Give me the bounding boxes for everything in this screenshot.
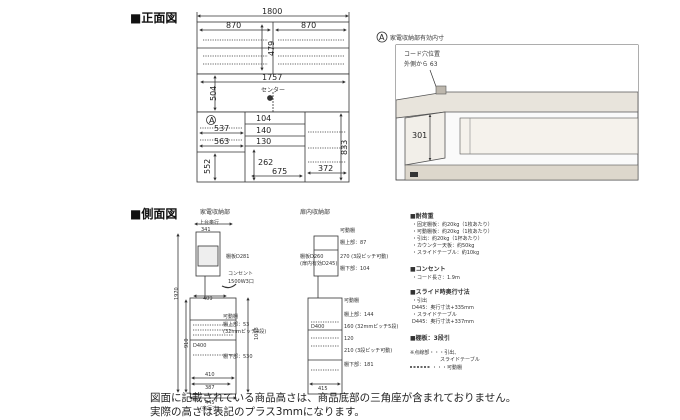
detail-a: A 家電収納部有効内寸 コード穴位置 外側から 63 301 [376,31,639,181]
cab-board-note: (扉内有効D245) [300,260,337,267]
adj-pitch: (32mmピッチ4段) [223,328,266,335]
front-marker-a: A [209,116,215,125]
dim-left-537: 537 [214,124,229,133]
dim-left-563: 563 [214,137,229,146]
dim-drawer-104: 104 [256,114,271,123]
dim-counter-width: 1757 [262,73,282,82]
cab-pitch: 270 (3段ピッチ可動) [340,253,388,260]
detail-marker-a: A [379,33,385,42]
slide-heading: ■スライド時奥行寸法 [410,288,470,296]
depth-301: 301 [412,131,427,140]
cab-h120: 120 [344,336,354,342]
shelf-top-53: 棚上部：53 [223,321,249,328]
load-item-0: ・固定棚板：約20kg（1枚あたり） [412,221,493,228]
legend-line3: ・・・可動棚 [432,364,462,371]
fixed-bottom: 棚下部：530 [223,353,253,360]
total-height-1970: 1970 [174,287,180,300]
outlet-heading: ■コンセント [410,266,446,273]
dim-counter-height: 504 [209,86,218,101]
cab-shelf2-bottom: 棚下部：181 [344,361,374,368]
cord-value: 外側から 63 [404,60,438,68]
cord-label: コード穴位置 [404,50,440,58]
dim-upper-height: 479 [267,41,276,56]
slide-item-3: D445：奥行寸法+337mm [412,318,474,325]
outlet-value: 1500W3口 [228,279,254,285]
appliance-section-label: 家電収納部 [200,208,230,216]
board-label: 棚板D281 [226,253,249,260]
dim-drawer-262: 262 [258,158,273,167]
cab-d415: 415 [318,386,328,392]
h409: 409 [203,296,213,302]
dim-675: 675 [272,167,287,176]
cabinet-side-labels: 可動棚 棚上部：87 棚板D260 (扉内有効D245) 270 (3段ピッチ可… [300,227,398,392]
dim-drawer-140: 140 [256,126,271,135]
top-depth-value: 341 [201,227,211,233]
storage-depth: D400 [193,343,206,349]
outlet-item-0: ・コード長さ：1.9m [412,274,460,281]
dim-upper-right: 870 [301,21,316,30]
slide-item-0: ・引出 [412,297,427,304]
cab-adjustable: 可動棚 [340,227,355,234]
front-dimension-labels: 1800 870 870 479 1757 504 センター A 104 140… [203,7,349,176]
outlet-label: コンセント [228,271,253,277]
d387: 387 [205,385,215,391]
cab-pitch2: 160 (32mmピッチ5段) [344,323,398,330]
load-item-1: ・可動棚板：約20kg（1枚あたり） [412,228,493,235]
slide-item-2: ・スライドテーブル [412,311,457,318]
cab-d400: D400 [311,324,324,330]
cab-shelf-bottom: 棚下部：104 [340,265,370,272]
slide-item-1: D445：奥行寸法+335mm [412,304,474,311]
h910: 910 [184,338,190,348]
dim-drawer-130: 130 [256,137,271,146]
cabinet-section-label: 扉内収納部 [300,208,330,216]
legend-line2: スライドテーブル [440,356,480,363]
detail-caption: 家電収納部有効内寸 [390,34,444,42]
legend-line1: ※点線部・・・引出、 [410,349,459,356]
dim-lower-552: 552 [203,159,212,174]
lower-height-1088: 1088 [254,327,260,340]
cabinet-side-view [307,235,343,395]
cab-adjustable2: 可動棚 [344,297,359,304]
dim-372: 372 [318,164,333,173]
d445: 445 [205,400,215,406]
adjustable-shelf-label: 可動棚 [223,313,238,320]
dim-total-width: 1800 [262,7,282,16]
note-line-1: 図面に記載されている商品高さは、商品底部の三角座が含まれておりません。 [150,392,517,404]
front-view-heading: ■正面図 [130,11,177,25]
d410: 410 [205,372,215,378]
center-label: センター [261,86,285,94]
dim-right-833: 833 [340,140,349,155]
cab-shelf-top: 棚上部：87 [340,239,366,246]
dim-upper-left: 870 [226,21,241,30]
shelf-heading: ■棚板：3段引 [410,334,450,342]
specs-panel: ■耐荷重 ・固定棚板：約20kg（1枚あたり） ・可動棚板：約20kg（1枚あた… [410,212,493,371]
load-heading: ■耐荷重 [410,212,434,220]
side-view-heading: ■側面図 [130,206,177,221]
note-line-2: 実際の高さは表記のプラス3mmになります。 [150,406,365,418]
appliance-side-view [176,222,250,400]
outer-depth-note: (奥行寸) [200,405,219,412]
load-item-3: ・カウンター天板：約50kg [412,242,474,249]
top-depth-label: 上台奥行 [199,219,219,226]
appliance-side-labels: 上台奥行 341 棚板D281 コンセント 1500W3口 1970 409 可… [174,219,266,412]
load-item-4: ・スライドテーブル：約10kg [412,249,479,256]
load-item-2: ・引出：約20kg（1杯あたり） [412,235,483,242]
cab-pitch3: 210 (3段ピッチ可動) [344,347,392,354]
cab-shelf2-top: 棚上部：144 [344,311,374,318]
front-view [196,12,350,183]
cab-board: 棚板D260 [300,253,323,260]
